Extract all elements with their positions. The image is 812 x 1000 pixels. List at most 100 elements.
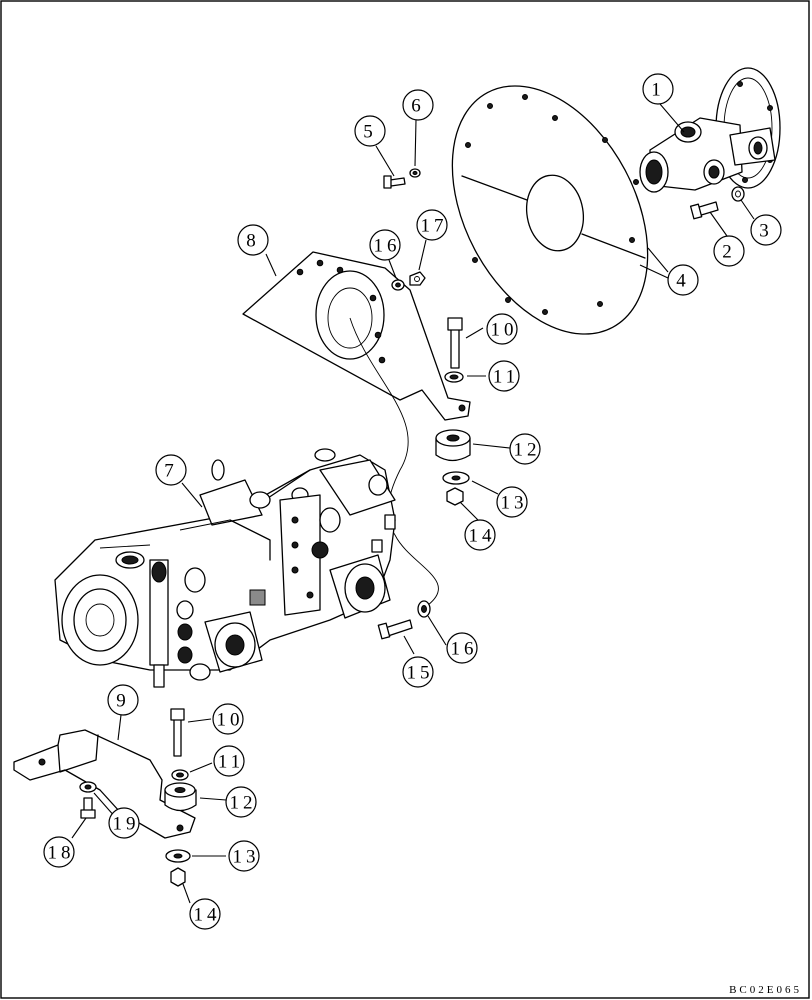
callout-circle xyxy=(486,313,518,345)
callout-circle xyxy=(237,224,269,256)
bolt-part-10-lower xyxy=(170,708,185,757)
callout-c6: 6 xyxy=(402,89,434,121)
callout-circle xyxy=(750,214,782,246)
callout-number: 15 xyxy=(407,663,434,684)
washer-part-16-mid xyxy=(417,600,431,618)
callout-c3: 3 xyxy=(750,214,782,246)
callout-number: 10 xyxy=(491,320,518,341)
bolt-part-10-top xyxy=(447,317,463,369)
washer-part-3 xyxy=(731,186,745,202)
drawing-code: BC02E065 xyxy=(729,984,802,996)
callout-circle xyxy=(402,656,434,688)
callout-c15: 15 xyxy=(402,656,434,688)
callout-c12a: 12 xyxy=(509,433,541,465)
callout-c5: 5 xyxy=(354,115,386,147)
callout-circle xyxy=(488,360,520,392)
callout-circle xyxy=(107,684,139,716)
gasket-part xyxy=(451,85,649,335)
callout-number: 16 xyxy=(374,236,401,257)
callout-number: 1 xyxy=(651,80,665,101)
callout-circle xyxy=(212,703,244,735)
nut-part-14-top xyxy=(446,487,464,506)
callout-c18: 18 xyxy=(43,836,75,868)
callout-number: 16 xyxy=(451,639,478,660)
callout-number: 19 xyxy=(113,814,140,835)
callout-circle xyxy=(642,73,674,105)
callout-c1: 1 xyxy=(642,73,674,105)
callout-number: 12 xyxy=(514,440,541,461)
callout-number: 7 xyxy=(164,461,178,482)
callout-number: 3 xyxy=(759,221,773,242)
callout-c7: 7 xyxy=(155,454,187,486)
callout-circle xyxy=(713,235,745,267)
callout-c14a: 14 xyxy=(464,519,496,551)
callout-number: 12 xyxy=(230,793,257,814)
callout-circle xyxy=(496,486,528,518)
callout-number: 4 xyxy=(676,271,690,292)
callout-number: 2 xyxy=(722,242,736,263)
callout-c13b: 13 xyxy=(228,840,260,872)
callout-c10a: 10 xyxy=(486,313,518,345)
mount-part-12-lower xyxy=(164,782,197,812)
callout-circle xyxy=(155,454,187,486)
washer-part-6 xyxy=(409,168,421,178)
callout-circle xyxy=(354,115,386,147)
callout-number: 9 xyxy=(116,691,130,712)
callout-labels: 1234567891010111112121313141415161617181… xyxy=(43,73,782,930)
callout-number: 11 xyxy=(218,752,244,773)
washer-part-19 xyxy=(79,781,97,793)
callout-number: 10 xyxy=(217,710,244,731)
bolt-part-2 xyxy=(689,201,719,220)
nut-part-17 xyxy=(409,271,426,286)
callout-c16b: 16 xyxy=(446,632,478,664)
pump-assembly-part-7 xyxy=(54,448,396,688)
callout-c14b: 14 xyxy=(189,898,221,930)
callout-number: 13 xyxy=(233,847,260,868)
callout-number: 11 xyxy=(493,367,519,388)
callout-number: 14 xyxy=(469,526,496,547)
callout-c8: 8 xyxy=(237,224,269,256)
washer-part-13-top xyxy=(442,471,470,485)
callout-c12b: 12 xyxy=(225,786,257,818)
callout-circle xyxy=(446,632,478,664)
callout-c11a: 11 xyxy=(488,360,520,392)
callout-number: 8 xyxy=(246,231,260,252)
bracket-part-8 xyxy=(242,251,471,421)
washer-part-16-top xyxy=(391,279,405,291)
nut-part-14-lower xyxy=(170,867,186,887)
callout-c4: 4 xyxy=(667,264,699,296)
coupling-part xyxy=(639,67,781,193)
callout-c10b: 10 xyxy=(212,703,244,735)
callout-c2: 2 xyxy=(713,235,745,267)
callout-circle xyxy=(369,229,401,261)
callout-c13a: 13 xyxy=(496,486,528,518)
callout-circle xyxy=(43,836,75,868)
callout-circle xyxy=(464,519,496,551)
callout-number: 5 xyxy=(363,122,377,143)
bolt-part-5 xyxy=(383,175,406,189)
bracket-part-9 xyxy=(13,729,196,839)
leader-lines xyxy=(71,103,755,904)
callout-c16a: 16 xyxy=(369,229,401,261)
callout-c9: 9 xyxy=(107,684,139,716)
callout-circle xyxy=(225,786,257,818)
callout-circle xyxy=(402,89,434,121)
callout-c19: 19 xyxy=(108,807,140,839)
mount-part-12-top xyxy=(435,429,471,462)
callout-circle xyxy=(509,433,541,465)
bolt-part-15 xyxy=(377,619,413,640)
callout-circle xyxy=(228,840,260,872)
callout-number: 18 xyxy=(48,843,75,864)
callout-c17: 17 xyxy=(416,209,448,241)
callout-number: 6 xyxy=(411,96,425,117)
callout-number: 13 xyxy=(501,493,528,514)
washer-part-11-top xyxy=(444,371,464,383)
bolt-part-18 xyxy=(80,797,96,819)
washer-part-11-lower xyxy=(171,769,189,781)
callout-number: 17 xyxy=(421,216,448,237)
callout-number: 14 xyxy=(194,905,221,926)
washer-part-13-lower xyxy=(165,849,191,863)
